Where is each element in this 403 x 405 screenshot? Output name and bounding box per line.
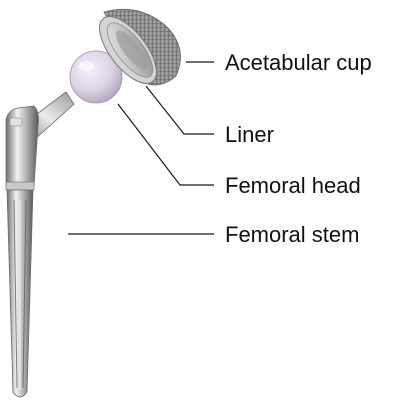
femoral-head-leader xyxy=(118,104,214,185)
femoral-stem-illustration xyxy=(6,92,74,397)
liner-leader xyxy=(146,86,214,134)
label-acetabular-cup: Acetabular cup xyxy=(225,50,372,75)
label-liner: Liner xyxy=(225,122,274,147)
label-femoral-head: Femoral head xyxy=(225,173,361,198)
label-femoral-stem: Femoral stem xyxy=(225,222,359,247)
